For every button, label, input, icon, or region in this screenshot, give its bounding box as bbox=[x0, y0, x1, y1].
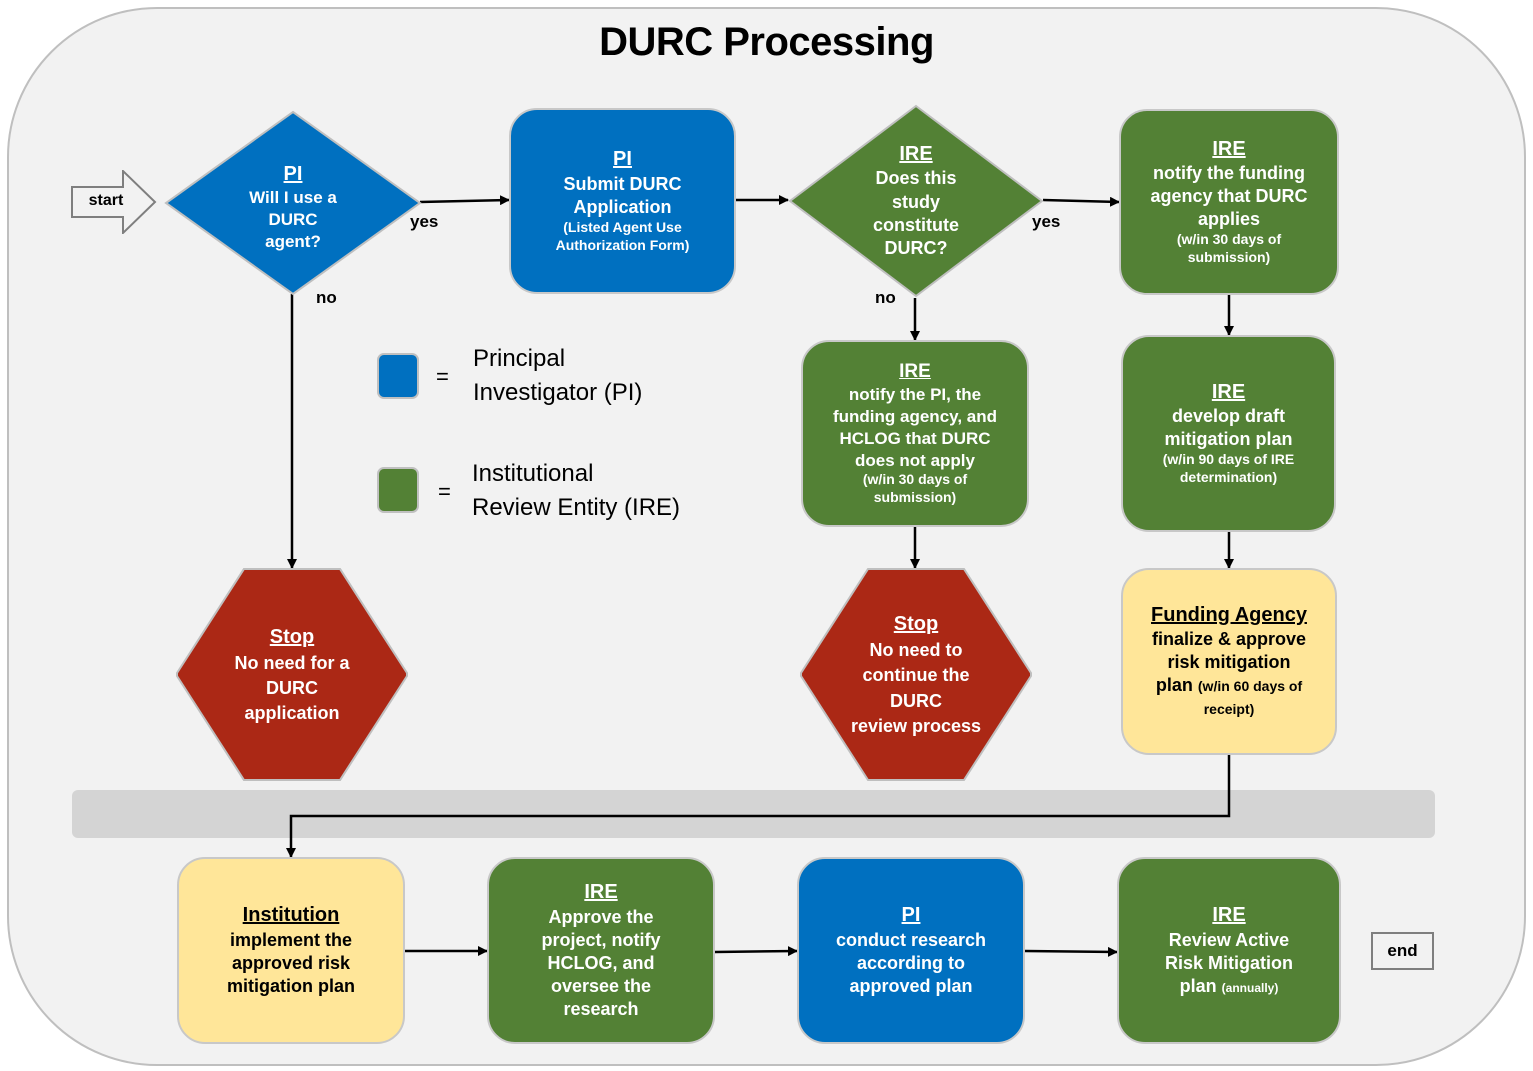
diamond-shape bbox=[788, 104, 1044, 298]
node-stop-no-application[interactable]: Stop No need for a DURC application bbox=[176, 568, 408, 781]
node-text: approved plan bbox=[849, 975, 973, 996]
end-terminal[interactable]: end bbox=[1371, 932, 1434, 970]
node-text: constitute bbox=[872, 215, 959, 235]
diagram-title: DURC Processing bbox=[599, 20, 934, 64]
octagon-shape bbox=[176, 568, 408, 781]
node-text: implement the bbox=[229, 929, 353, 950]
node-stop-no-review[interactable]: Stop No need to continue the DURC review… bbox=[800, 568, 1032, 781]
branch-label-no: no bbox=[875, 288, 896, 307]
node-conduct-research[interactable]: PI conduct research according to approve… bbox=[797, 857, 1025, 1044]
node-develop-draft-plan[interactable]: IRE develop draft mitigation plan (w/in … bbox=[1121, 335, 1336, 532]
node-institution-implement[interactable]: Institution implement the approved risk … bbox=[177, 857, 405, 1044]
node-approve-project[interactable]: IRE Approve the project, notify HCLOG, a… bbox=[487, 857, 715, 1044]
node-text: oversee the bbox=[550, 975, 652, 996]
node-text: study bbox=[891, 191, 940, 212]
role-label: Institution bbox=[242, 904, 340, 927]
node-text: Risk Mitigation bbox=[1164, 952, 1293, 973]
role-label: IRE bbox=[899, 360, 931, 382]
decision-use-durc-agent[interactable]: PI Will I use a DURC agent? bbox=[164, 110, 422, 296]
decision-constitute-durc[interactable]: IRE Does this study constitute DURC? bbox=[788, 104, 1044, 298]
node-text: Application bbox=[573, 196, 672, 217]
start-label: start bbox=[88, 192, 124, 209]
role-label: PI bbox=[901, 904, 921, 927]
node-text: notify the funding bbox=[1153, 163, 1305, 184]
node-text: No need to bbox=[869, 640, 963, 661]
node-text: agency that DURC bbox=[1150, 186, 1308, 207]
role-label: IRE bbox=[1211, 380, 1246, 403]
role-label: IRE bbox=[899, 143, 933, 166]
node-notify-not-apply[interactable]: IRE notify the PI, the funding agency, a… bbox=[801, 340, 1029, 527]
node-text: applies bbox=[1197, 209, 1261, 230]
node-text: Approve the bbox=[548, 906, 654, 927]
role-label: IRE bbox=[1212, 904, 1246, 927]
branch-label-no: no bbox=[316, 288, 337, 307]
node-text: plan (annually) bbox=[1179, 975, 1279, 996]
node-text: does not apply bbox=[855, 450, 975, 470]
node-text: notify the PI, the bbox=[848, 385, 982, 405]
role-label: PI bbox=[283, 162, 303, 185]
node-text: DURC bbox=[266, 677, 318, 698]
branch-label-yes: yes bbox=[1032, 212, 1061, 231]
node-text: finalize & approve bbox=[1151, 629, 1307, 650]
role-label: IRE bbox=[1212, 137, 1246, 160]
node-text: mitigation plan bbox=[1164, 429, 1293, 450]
node-note: (w/in 90 days of IRE determination) bbox=[1162, 451, 1295, 486]
node-notify-durc-applies[interactable]: IRE notify the funding agency that DURC … bbox=[1119, 109, 1339, 295]
node-text: funding agency, and bbox=[832, 407, 998, 426]
node-text: continue the bbox=[862, 665, 970, 686]
node-text: develop draft bbox=[1171, 406, 1286, 427]
legend-swatch-pi bbox=[377, 353, 419, 399]
node-text: plan (w/in 60 days of receipt) bbox=[1155, 675, 1303, 718]
block-arrow-icon bbox=[71, 170, 157, 234]
node-text: review process bbox=[850, 715, 982, 736]
start-terminal[interactable]: start bbox=[71, 170, 157, 234]
octagon-shape bbox=[800, 568, 1032, 781]
node-text: conduct research bbox=[835, 929, 987, 950]
role-label: PI bbox=[613, 148, 632, 171]
role-label: IRE bbox=[584, 881, 618, 904]
legend-swatch-ire bbox=[377, 467, 419, 513]
node-text: according to bbox=[856, 952, 965, 973]
node-text: project, notify bbox=[541, 929, 661, 950]
node-text: DURC bbox=[268, 209, 318, 229]
transition-band bbox=[72, 790, 1435, 838]
node-text: approved risk bbox=[231, 952, 351, 973]
role-label: Funding Agency bbox=[1151, 603, 1307, 626]
role-label: Stop bbox=[893, 613, 939, 636]
node-text: risk mitigation bbox=[1167, 652, 1291, 673]
node-text: HCLOG that DURC bbox=[839, 428, 991, 448]
node-text: Submit DURC bbox=[563, 173, 682, 194]
branch-label-yes: yes bbox=[410, 212, 439, 231]
legend-equals: = bbox=[438, 479, 451, 504]
node-text: Will I use a bbox=[249, 187, 337, 207]
legend-equals: = bbox=[436, 364, 449, 389]
role-label: Stop bbox=[269, 625, 315, 648]
node-text: HCLOG, and bbox=[547, 952, 655, 973]
node-text: research bbox=[563, 998, 639, 1019]
node-text: No need for a bbox=[234, 652, 350, 673]
node-note: (w/in 30 days of submission) bbox=[1176, 231, 1282, 266]
node-review-active-plan[interactable]: IRE Review Active Risk Mitigation plan (… bbox=[1117, 857, 1341, 1044]
node-text: DURC? bbox=[884, 238, 948, 259]
node-text: Review Active bbox=[1168, 929, 1290, 950]
node-text: mitigation plan bbox=[227, 975, 355, 996]
node-text: agent? bbox=[265, 232, 321, 252]
node-submit-application[interactable]: PI Submit DURC Application (Listed Agent… bbox=[509, 108, 736, 294]
node-note: (Listed Agent Use Authorization Form) bbox=[555, 218, 690, 253]
node-text: DURC bbox=[890, 690, 942, 711]
node-funding-agency[interactable]: Funding Agency finalize & approve risk m… bbox=[1121, 568, 1337, 755]
node-text: Does this bbox=[875, 168, 957, 189]
diamond-shape bbox=[164, 110, 422, 296]
node-note: (w/in 30 days of submission) bbox=[862, 471, 968, 506]
node-text: application bbox=[244, 703, 340, 724]
